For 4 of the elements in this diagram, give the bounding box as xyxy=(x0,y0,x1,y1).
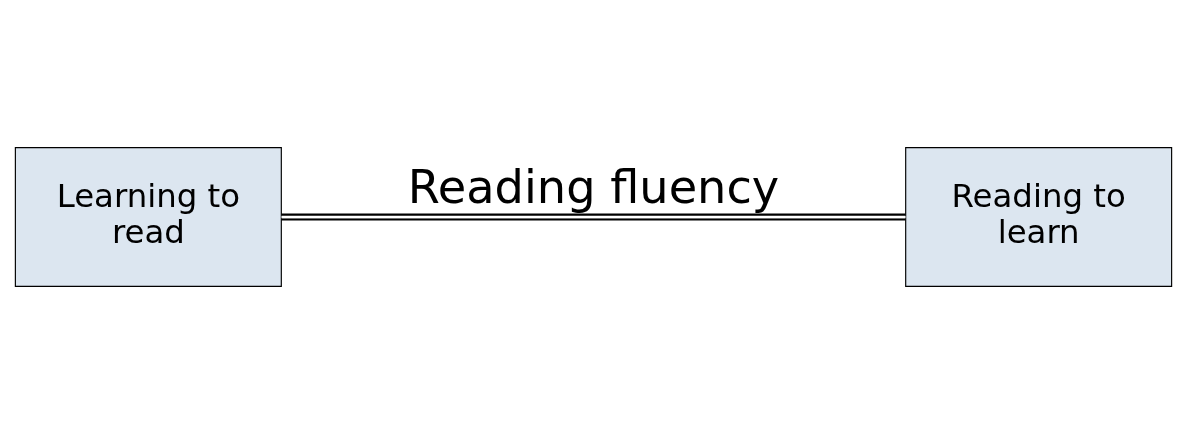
node-box: Learning to read xyxy=(14,146,282,287)
connector xyxy=(281,213,906,220)
edge-label: Reading fluency xyxy=(407,159,780,214)
node-box: Reading to learn xyxy=(905,146,1173,287)
